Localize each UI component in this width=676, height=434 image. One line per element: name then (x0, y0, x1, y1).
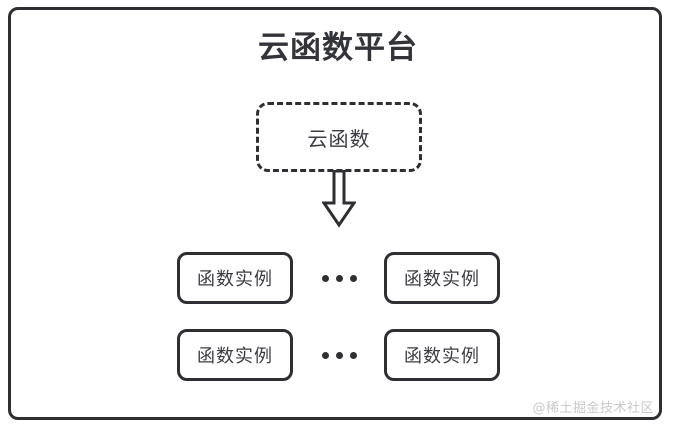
ellipsis-dot (321, 351, 329, 359)
page-title: 云函数平台 (258, 30, 418, 66)
ellipsis-dot (335, 351, 343, 359)
function-instance-label: 函数实例 (197, 269, 273, 290)
ellipsis-dot (321, 274, 329, 282)
ellipsis-dot (349, 274, 357, 282)
function-instance-node: 函数实例 (384, 252, 500, 304)
function-instance-label: 函数实例 (404, 269, 480, 290)
function-instance-node: 函数实例 (177, 252, 293, 304)
ellipsis-icon (311, 272, 367, 284)
function-instance-label: 函数实例 (404, 346, 480, 367)
ellipsis-icon (311, 349, 367, 361)
function-instance-label: 函数实例 (197, 346, 273, 367)
ellipsis-dot (349, 351, 357, 359)
ellipsis-dot (335, 274, 343, 282)
watermark: @稀土掘金技术社区 (532, 401, 654, 416)
cloud-function-label: 云函数 (307, 126, 371, 151)
down-block-arrow-icon (322, 170, 356, 228)
cloud-function-node: 云函数 (256, 102, 422, 172)
function-instance-node: 函数实例 (384, 329, 500, 381)
function-instance-node: 函数实例 (177, 329, 293, 381)
